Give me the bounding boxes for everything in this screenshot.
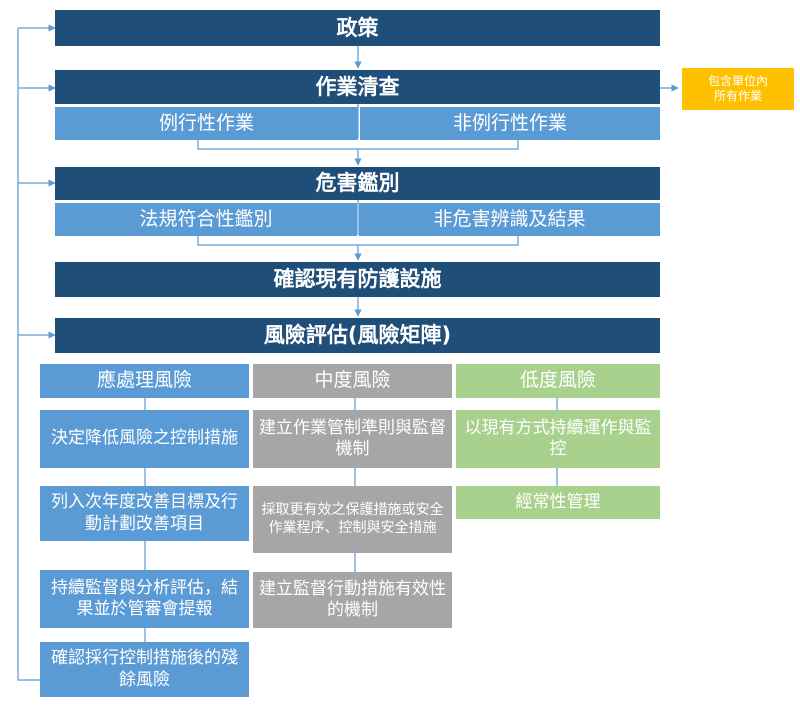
low-risk-step-1-text: 以現有方式持續運作與監控: [464, 417, 652, 459]
bracket-hazard: [197, 236, 519, 246]
high-risk-step-2-text: 列入次年度改善目標及行動計劃改善項目: [51, 492, 238, 534]
note-box: 包含單位內 所有作業: [682, 68, 794, 110]
high-risk-header: 應處理風險: [40, 364, 249, 398]
medium-risk-header: 中度風險: [253, 364, 452, 398]
high-risk-step-4: 確認採行控制措施後的殘餘風險: [40, 642, 249, 697]
medium-risk-step-3: 建立監督行動措施有效性的機制: [253, 572, 452, 628]
job-survey-label: 作業清查: [315, 74, 400, 99]
low-risk-step-2: 經常性管理: [456, 486, 660, 519]
non-routine-job-label: 非例行性作業: [452, 111, 567, 134]
job-survey-box: 作業清查: [55, 70, 660, 104]
risk-assessment-box: 風險評估(風險矩陣): [55, 318, 660, 353]
feedback-line: [17, 28, 40, 681]
regulation-compliance-label: 法規符合性鑑別: [139, 207, 273, 230]
note-line-1: 包含單位內: [707, 74, 768, 88]
low-risk-step-1: 以現有方式持續運作與監控: [456, 410, 660, 468]
high-risk-step-3-text: 持續監督與分析評估，結果並於管審會提報: [51, 577, 238, 619]
bracket-job-survey: [197, 140, 519, 150]
non-hazard-box: 非危害辨識及結果: [359, 203, 660, 236]
routine-job-label: 例行性作業: [158, 111, 254, 134]
regulation-compliance-box: 法規符合性鑑別: [55, 203, 357, 236]
hazard-identification-label: 危害鑑別: [315, 171, 400, 196]
routine-job-box: 例行性作業: [55, 107, 358, 140]
note-line-2: 所有作業: [713, 89, 762, 103]
high-risk-step-2: 列入次年度改善目標及行動計劃改善項目: [40, 486, 249, 541]
high-risk-step-4-text: 確認採行控制措施後的殘餘風險: [51, 648, 238, 690]
high-risk-step-3: 持續監督與分析評估，結果並於管審會提報: [40, 570, 249, 628]
low-risk-step-2-text: 經常性管理: [515, 491, 601, 512]
medium-risk-step-3-text: 建立監督行動措施有效性的機制: [259, 578, 446, 620]
medium-risk-step-2-text: 採取更有效之保護措施或安全作業程序、控制與安全措施: [261, 502, 444, 536]
medium-risk-title: 中度風險: [314, 369, 391, 392]
risk-assessment-label: 風險評估(風險矩陣): [263, 323, 452, 348]
confirm-protection-label: 確認現有防護設施: [273, 267, 442, 292]
confirm-protection-box: 確認現有防護設施: [55, 262, 660, 297]
medium-risk-step-2: 採取更有效之保護措施或安全作業程序、控制與安全措施: [253, 486, 452, 553]
low-risk-title: 低度風險: [519, 369, 596, 392]
high-risk-step-1-text: 決定降低風險之控制措施: [51, 428, 238, 449]
low-risk-header: 低度風險: [456, 364, 660, 398]
high-risk-title: 應處理風險: [96, 369, 192, 392]
medium-risk-step-1-text: 建立作業管制準則與監督機制: [259, 417, 446, 459]
policy-label: 政策: [336, 15, 379, 40]
non-hazard-label: 非危害辨識及結果: [433, 207, 586, 230]
medium-risk-step-1: 建立作業管制準則與監督機制: [253, 410, 452, 468]
policy-box: 政策: [55, 10, 660, 46]
hazard-identification-box: 危害鑑別: [55, 167, 660, 200]
high-risk-step-1: 決定降低風險之控制措施: [40, 410, 249, 468]
non-routine-job-box: 非例行性作業: [360, 107, 660, 140]
